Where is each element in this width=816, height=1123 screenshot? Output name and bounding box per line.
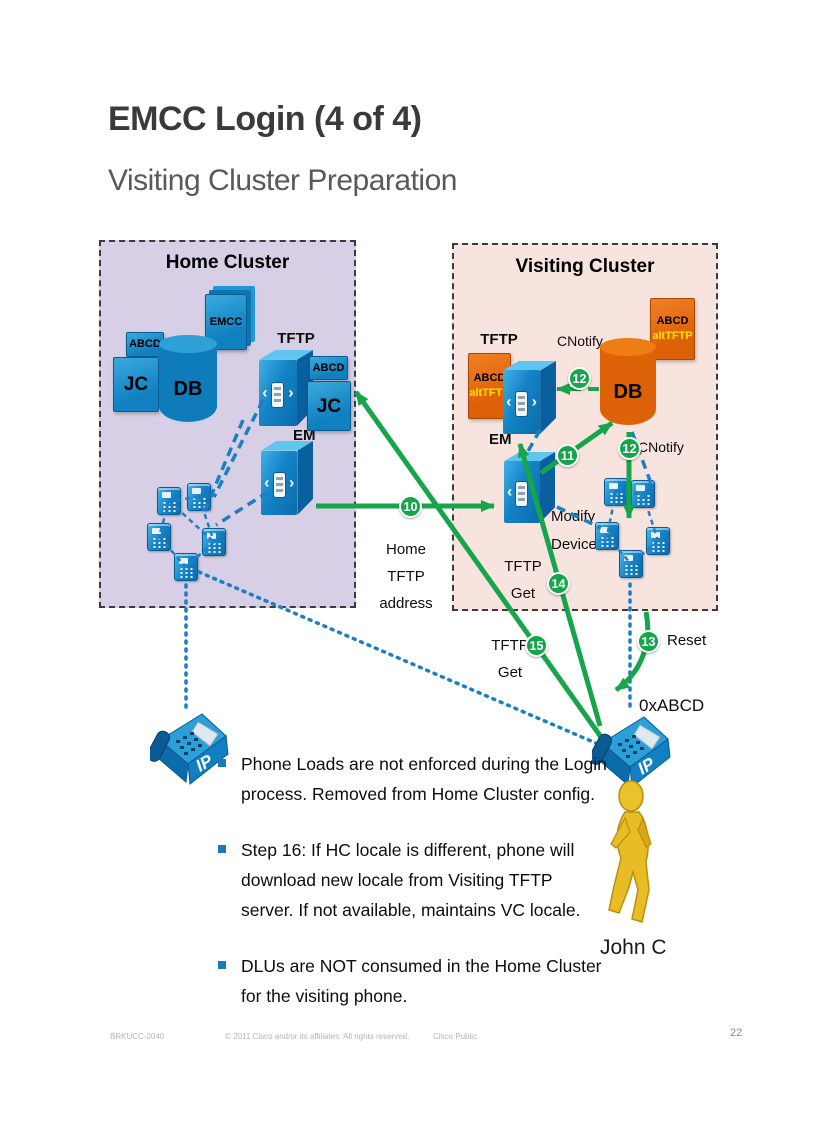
- home-tftp-label: TFTP: [277, 330, 315, 347]
- footer-classification: Cisco Public: [433, 1032, 478, 1041]
- step-badge-14: 14: [547, 572, 570, 595]
- footer-session-id: BRKUCC-2040: [110, 1032, 165, 1041]
- home-node-icon: [202, 528, 226, 556]
- callmanager-glyph-icon: [262, 370, 293, 420]
- bullet-list: Phone Loads are not enforced during the …: [218, 749, 622, 1037]
- home-tftp-server-icon: [259, 350, 313, 426]
- callmanager-glyph-icon: [507, 470, 537, 517]
- callmanager-glyph-icon: [506, 380, 537, 428]
- modify-device-label: Modify Device: [551, 508, 597, 553]
- home-tftp-jc-label: JC: [316, 395, 342, 417]
- abcd-doc-label: ABCD: [129, 338, 161, 350]
- reset-label: Reset: [667, 632, 707, 649]
- visiting-tftp-label: TFTP: [480, 331, 518, 348]
- bullet-square-icon: [218, 845, 226, 853]
- visiting-node-icon: [619, 550, 643, 578]
- home-tftp-abcd-label: ABCD: [312, 361, 345, 374]
- visiting-db-doc-abcd: ABCD: [656, 315, 689, 327]
- visiting-tftp-doc-abcd: ABCD: [473, 372, 506, 384]
- page-subtitle: Visiting Cluster Preparation: [108, 164, 457, 197]
- visiting-node-icon: [631, 480, 655, 508]
- ip-phone-right-icon: IP: [592, 716, 671, 788]
- home-cluster-title: Home Cluster: [165, 252, 290, 273]
- visiting-node-icon: [595, 522, 619, 550]
- home-node-icon: [157, 487, 181, 515]
- home-em-label: EM: [293, 427, 316, 444]
- jc-doc-label: JC: [123, 374, 149, 395]
- callmanager-glyph-icon: [264, 460, 294, 509]
- page-title: EMCC Login (4 of 4): [108, 100, 422, 138]
- visiting-node-icon: [604, 478, 628, 506]
- home-node-icon: [187, 483, 211, 511]
- footer-copyright: © 2011 Cisco and/or its affiliates. All …: [225, 1032, 410, 1041]
- bullet-item-dlus: DLUs are NOT consumed in the Home Cluste…: [218, 951, 622, 1011]
- visiting-em-server-icon: [504, 452, 555, 523]
- home-node-icon: [147, 523, 171, 551]
- visiting-db-icon: DB: [600, 338, 656, 425]
- cnotify-right-label: CNotify: [638, 439, 684, 455]
- person-icon: [608, 780, 652, 923]
- mac-address-label: 0xABCD: [639, 696, 705, 715]
- home-db-label: DB: [173, 377, 203, 400]
- emcc-doc-label: EMCC: [209, 315, 243, 328]
- step-badge-12-right: 12: [618, 437, 641, 460]
- home-tftp-jc-doc-icon: JC: [307, 381, 351, 431]
- step-badge-11: 11: [556, 444, 579, 467]
- visiting-tftp-server-icon: [503, 361, 556, 434]
- step-badge-15: 15: [525, 634, 548, 657]
- tftp-get-14-label: TFTP Get: [504, 558, 542, 602]
- footer-page-number: 22: [730, 1027, 743, 1039]
- jc-document-icon: JC: [113, 357, 159, 412]
- home-node-icon: [174, 553, 198, 581]
- bullet-square-icon: [218, 961, 226, 969]
- step-badge-10: 10: [399, 495, 422, 518]
- visiting-db-config-doc-icon: ABCD altTFTP: [650, 298, 695, 360]
- step-badge-12-top: 12: [568, 367, 591, 390]
- visiting-db-label: DB: [613, 380, 643, 403]
- bullet-item-phone-loads: Phone Loads are not enforced during the …: [218, 749, 622, 809]
- home-tftp-address-label: Home TFTP address: [379, 541, 433, 612]
- home-db-icon: DB: [159, 335, 217, 422]
- visiting-node-icon: [646, 527, 670, 555]
- visiting-db-doc-alttftp: altTFTP: [652, 330, 693, 342]
- visiting-cluster-title: Visiting Cluster: [515, 256, 655, 277]
- emcc-document-stack-icon: EMCC: [205, 294, 247, 350]
- home-tftp-abcd-doc-icon: ABCD: [309, 356, 348, 380]
- person-name-label: John C: [600, 936, 667, 959]
- bullet-square-icon: [218, 759, 226, 767]
- bullet-item-step16-locale: Step 16: If HC locale is different, phon…: [218, 835, 622, 925]
- cnotify-top-label: CNotify: [557, 333, 603, 349]
- home-em-server-icon: [261, 441, 313, 515]
- step-badge-13: 13: [637, 630, 660, 653]
